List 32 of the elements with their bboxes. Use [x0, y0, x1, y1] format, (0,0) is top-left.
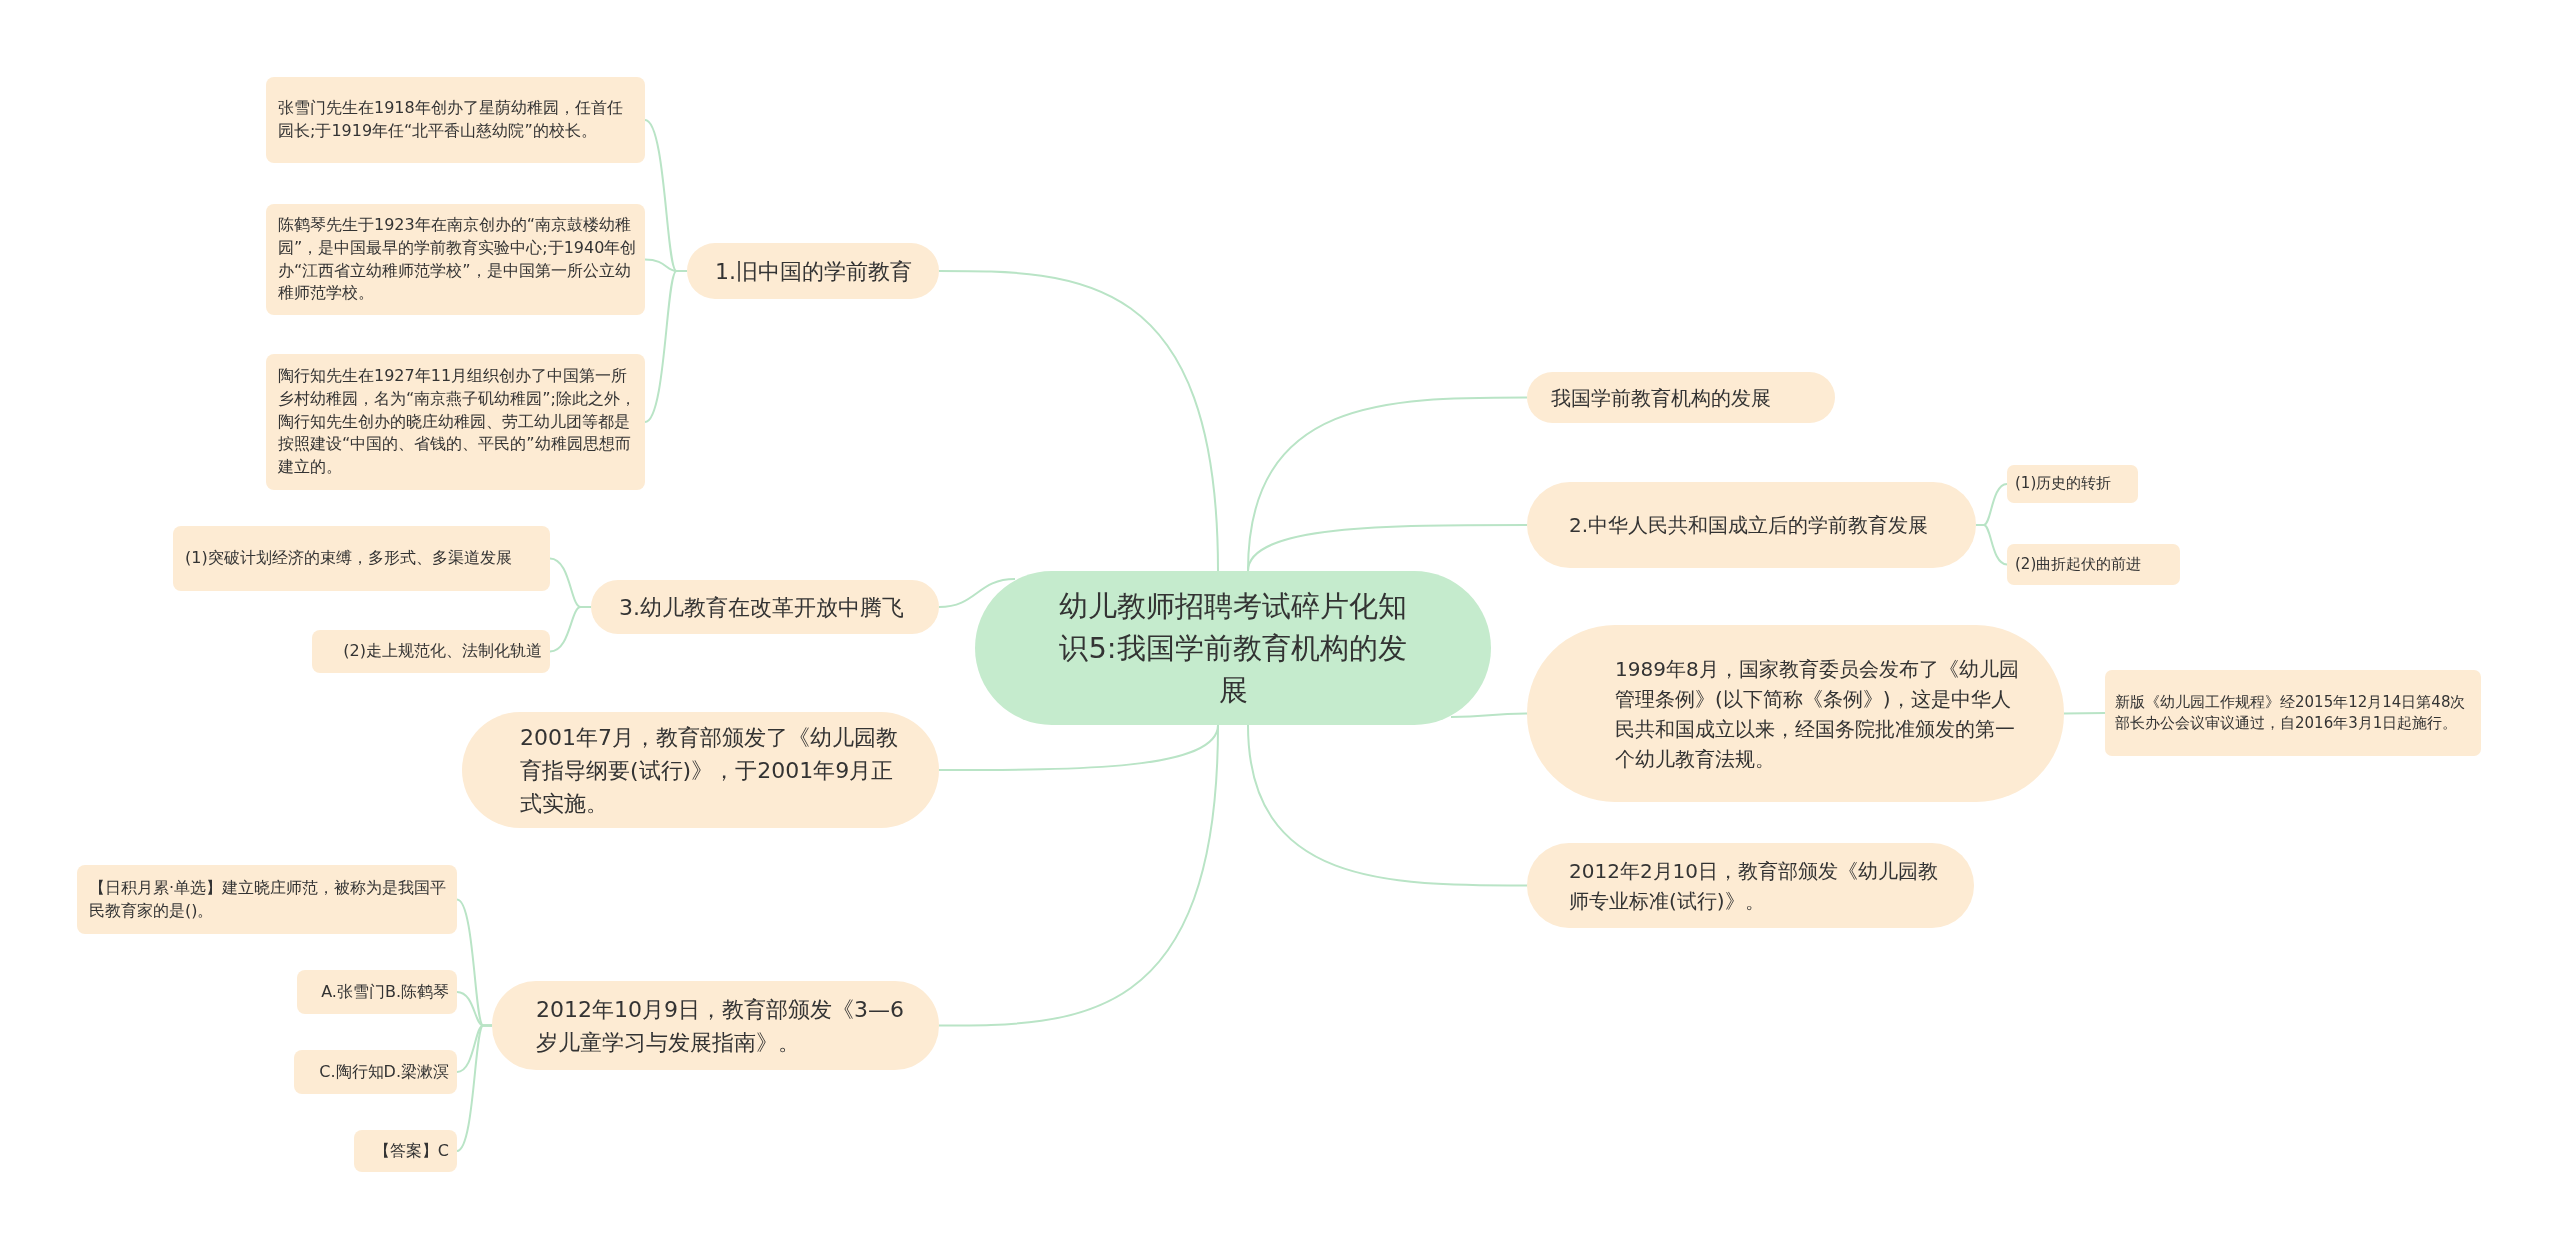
- topic-pill: 2.中华人民共和国成立后的学前教育发展: [1527, 482, 1976, 568]
- topic-pill: 1.旧中国的学前教育: [687, 243, 939, 299]
- note-card: (2)曲折起伏的前进: [2007, 544, 2180, 585]
- note-card: 张雪门先生在1918年创办了星荫幼稚园，任首任园长;于1919年任“北平香山慈幼院”的校长。: [266, 77, 645, 163]
- note-card: 【答案】C: [354, 1130, 457, 1172]
- connector-line: [549, 606, 592, 653]
- connector-line: [456, 1024, 493, 1152]
- note-card: 陈鹤琴先生于1923年在南京创办的“南京鼓楼幼稚园”，是中国最早的学前教育实验中心;于1940年创办“江西省立幼稚师范学校”，是中国第一所公立幼稚师范学校。: [266, 204, 645, 315]
- connector-line: [1975, 524, 2008, 566]
- connector-line: [1247, 524, 1528, 572]
- connector-line: [1247, 724, 1528, 887]
- topic-pill: 3.幼儿教育在改革开放中腾飞: [591, 580, 939, 634]
- topic-pill: 2012年2月10日，教育部颁发《幼儿园教师专业标准(试行)》。: [1527, 843, 1974, 928]
- connector-line: [644, 270, 688, 423]
- note-card: (2)走上规范化、法制化轨道: [312, 630, 550, 673]
- connector-line: [938, 270, 1219, 572]
- connector-line: [938, 578, 1016, 608]
- connector-line: [2063, 712, 2106, 715]
- topic-pill: 1989年8月，国家教育委员会发布了《幼儿园管理条例》(以下简称《条例》)，这是中华人民共和国成立以来，经国务院批准颁发的第一个幼儿教育法规。: [1527, 625, 2064, 802]
- note-card: 陶行知先生在1927年11月组织创办了中国第一所乡村幼稚园，名为“南京燕子矶幼稚园”;除此之外，陶行知先生创办的晓庄幼稚园、劳工幼儿团等都是按照建设“中国的、省钱的、平民的”幼稚园思想而建立的。: [266, 354, 645, 490]
- note-card: C.陶行知D.梁漱溟: [294, 1050, 457, 1094]
- connector-line: [938, 724, 1219, 1027]
- note-card: (1)突破计划经济的束缚，多形式、多渠道发展: [173, 526, 550, 591]
- central-topic-pill: 幼儿教师招聘考试碎片化知识5:我国学前教育机构的发展: [975, 571, 1491, 725]
- note-card: (1)历史的转折: [2007, 465, 2138, 503]
- connector-line: [1450, 712, 1528, 718]
- note-card: 【日积月累·单选】建立晓庄师范，被称为是我国平民教育家的是()。: [77, 865, 457, 934]
- topic-pill: 2001年7月，教育部颁发了《幼儿园教育指导纲要(试行)》，于2001年9月正式实施。: [462, 712, 939, 828]
- topic-pill: 2012年10月9日，教育部颁发《3—6岁儿童学习与发展指南》。: [492, 981, 939, 1070]
- note-card: 新版《幼儿园工作规程》经2015年12月14日第48次部长办公会议审议通过，自2016年3月1日起施行。: [2105, 670, 2481, 756]
- topic-pill: 我国学前教育机构的发展: [1527, 372, 1835, 423]
- note-card: A.张雪门B.陈鹤琴: [297, 970, 457, 1014]
